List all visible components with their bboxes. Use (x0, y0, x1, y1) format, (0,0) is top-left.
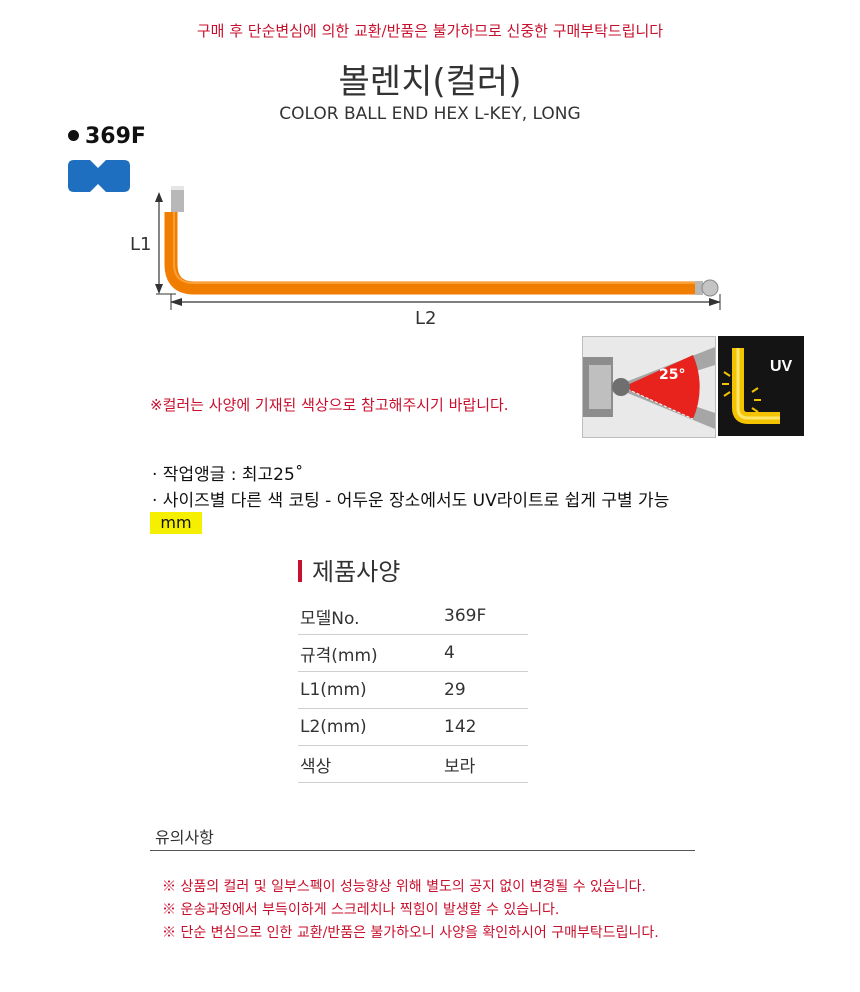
spec-value: 4 (442, 634, 528, 672)
model-tag-label: 369F (85, 124, 146, 149)
spec-key: L2(mm) (298, 708, 442, 746)
spec-key: L1(mm) (298, 671, 442, 709)
title-accent-bar (298, 560, 302, 582)
angle-label: 25° (659, 367, 686, 383)
unit-badge: mm (150, 512, 202, 534)
spec-title-text: 제품사양 (312, 558, 401, 586)
uv-panel: UV (718, 336, 804, 436)
spec-value: 142 (442, 708, 528, 746)
table-row: 모델No. 369F (298, 598, 528, 635)
model-tag: 369F (68, 124, 146, 149)
page-subtitle: COLOR BALL END HEX L-KEY, LONG (279, 104, 581, 124)
table-row: 규격(mm) 4 (298, 634, 528, 672)
caution-title: 유의사항 (155, 828, 214, 847)
hex-tip-icon (68, 160, 130, 192)
caution-item: ※ 단순 변심으로 인한 교환/반품은 불가하오니 사양을 확인하시어 구매부탁… (162, 925, 659, 941)
l1-label: L1 (130, 234, 152, 255)
divider (150, 850, 695, 851)
wrench-diagram (155, 186, 721, 310)
spec-value: 29 (442, 671, 528, 709)
l2-label: L2 (415, 308, 437, 329)
spec-value: 369F (442, 598, 528, 635)
spec-title: 제품사양 (298, 552, 400, 587)
spec-key: 색상 (298, 745, 442, 783)
top-notice: 구매 후 단순변심에 의한 교환/반품은 불가하므로 신중한 구매부탁드립니다 (196, 22, 664, 40)
table-row: L2(mm) 142 (298, 708, 528, 746)
spec-key: 모델No. (298, 598, 442, 635)
feature-item: · 사이즈별 다른 색 코팅 - 어두운 장소에서도 UV라이트로 쉽게 구별 … (152, 491, 670, 511)
caution-item: ※ 상품의 컬러 및 일부스펙이 성능향상 위해 별도의 공지 없이 변경될 수… (162, 879, 647, 895)
uv-label: UV (770, 358, 793, 375)
feature-item: · 작업앵글 : 최고25˚ (152, 465, 304, 485)
angle-photo: 25° (582, 336, 716, 438)
spec-value: 보라 (442, 745, 528, 783)
color-note: ※컬러는 사양에 기재된 색상으로 참고해주시기 바랍니다. (150, 396, 509, 414)
spec-key: 규격(mm) (298, 634, 442, 672)
bullet-icon (68, 129, 79, 141)
spec-table: 모델No. 369F 규격(mm) 4 L1(mm) 29 L2(mm) 142… (298, 598, 528, 783)
caution-item: ※ 운송과정에서 부득이하게 스크레치나 찍힘이 발생할 수 있습니다. (162, 902, 560, 918)
page-title: 볼렌치(컬러) (338, 62, 522, 102)
table-row: L1(mm) 29 (298, 671, 528, 709)
table-row: 색상 보라 (298, 745, 528, 783)
